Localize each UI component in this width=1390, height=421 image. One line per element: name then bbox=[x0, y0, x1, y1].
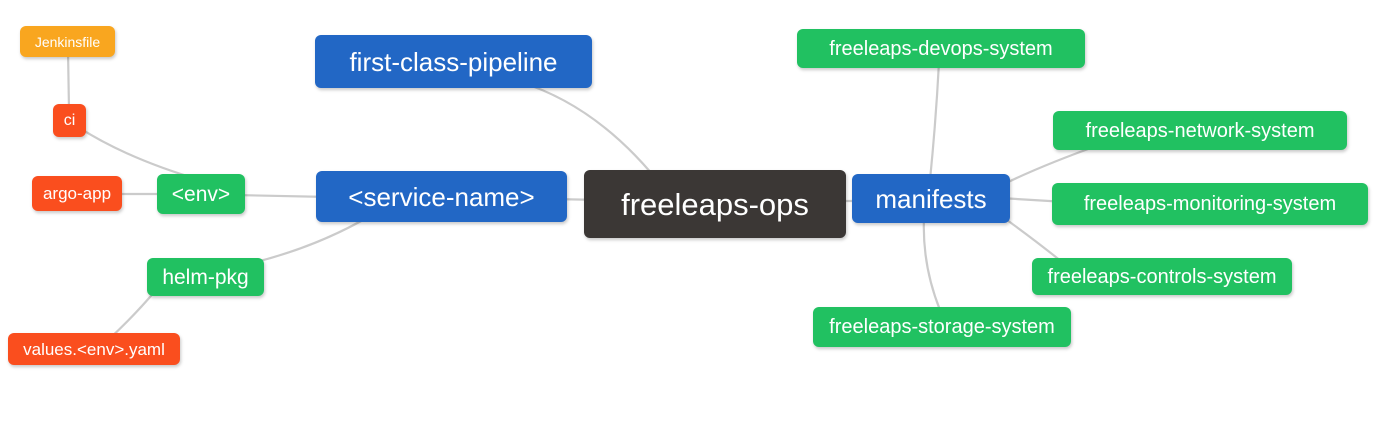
node-freeleaps-ops[interactable]: freeleaps-ops bbox=[584, 170, 846, 238]
node-manifests[interactable]: manifests bbox=[852, 174, 1010, 223]
node-ci[interactable]: ci bbox=[53, 104, 86, 137]
node-env[interactable]: <env> bbox=[157, 174, 245, 214]
node-values-env-yaml[interactable]: values.<env>.yaml bbox=[8, 333, 180, 365]
edge-manifests-storage-system bbox=[922, 216, 942, 312]
edge-manifests-devops-system bbox=[928, 60, 941, 182]
node-service-name[interactable]: <service-name> bbox=[316, 171, 567, 222]
node-freeleaps-controls-system[interactable]: freeleaps-controls-system bbox=[1032, 258, 1292, 295]
node-jenkinsfile[interactable]: Jenkinsfile bbox=[20, 26, 115, 57]
edge-service-name-env bbox=[231, 193, 332, 199]
node-first-class-pipeline[interactable]: first-class-pipeline bbox=[315, 35, 592, 88]
edge-ci-jenkinsfile bbox=[66, 48, 71, 112]
node-freeleaps-devops-system[interactable]: freeleaps-devops-system bbox=[797, 29, 1085, 68]
node-argo-app[interactable]: argo-app bbox=[32, 176, 122, 211]
node-freeleaps-network-system[interactable]: freeleaps-network-system bbox=[1053, 111, 1347, 150]
edge-service-name-helm-pkg bbox=[246, 214, 372, 266]
edge-env-ci bbox=[73, 123, 202, 182]
edge-manifests-network-system bbox=[998, 142, 1104, 188]
node-helm-pkg[interactable]: helm-pkg bbox=[147, 258, 264, 296]
node-freeleaps-storage-system[interactable]: freeleaps-storage-system bbox=[813, 307, 1071, 347]
node-freeleaps-monitoring-system[interactable]: freeleaps-monitoring-system bbox=[1052, 183, 1368, 225]
